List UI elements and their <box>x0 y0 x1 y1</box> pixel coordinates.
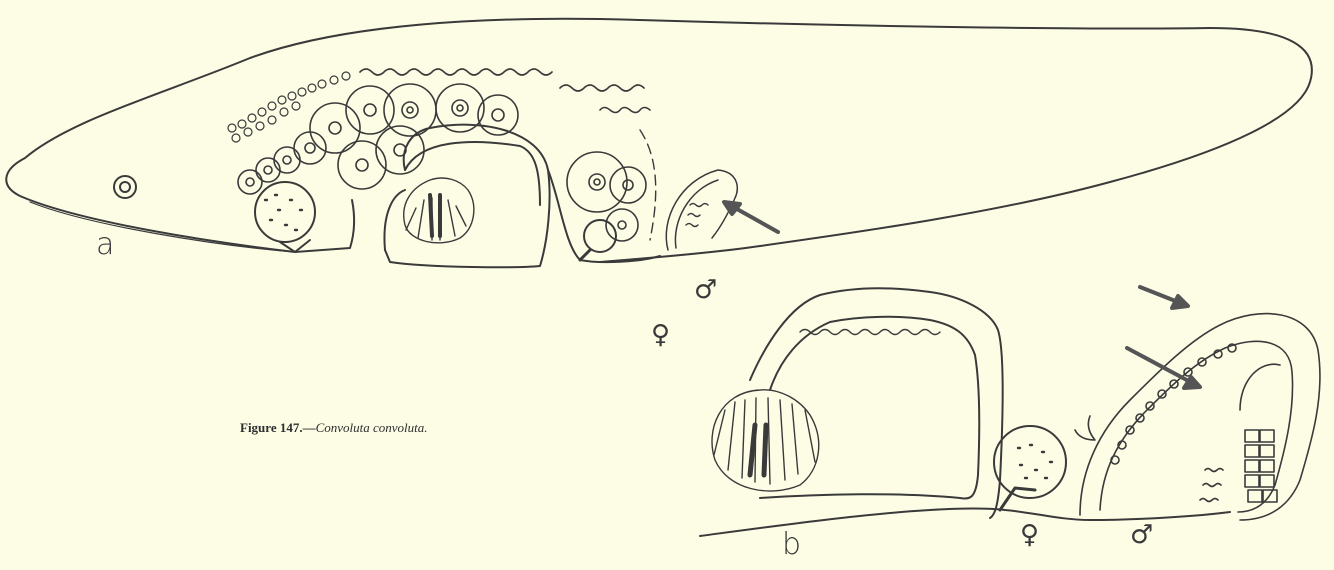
bursa-stipple-a <box>265 195 302 230</box>
panel-label-a: a <box>96 230 114 260</box>
bursa-loop-a3 <box>405 142 540 205</box>
female-symbol-a: ♀ <box>651 322 670 348</box>
female-symbol-b: ♀ <box>1020 522 1039 548</box>
panel-label-b: b <box>782 530 801 560</box>
sperm-trail-b <box>800 330 940 335</box>
arrow-a <box>724 202 778 232</box>
upper-arch-b <box>750 288 1003 518</box>
body-outline-a <box>6 19 1312 262</box>
follicles-a <box>228 72 350 142</box>
statocyst-a <box>114 176 136 198</box>
mouth-b <box>712 390 819 491</box>
mouth-a <box>404 178 474 243</box>
arrows-b <box>1127 287 1200 388</box>
bursa-loop-a <box>384 190 405 250</box>
caption-prefix: Figure 147. <box>240 420 303 435</box>
female-opening-b <box>994 426 1066 498</box>
statocyst-a-inner <box>120 182 130 192</box>
caption-dash: — <box>303 420 316 435</box>
female-stipple-b <box>1018 445 1052 478</box>
male-organ-b <box>1075 314 1320 520</box>
male-organ-a <box>666 170 737 250</box>
caption-species: Convoluta convoluta. <box>316 420 428 435</box>
figure-caption: Figure 147.—Convoluta convoluta. <box>240 420 428 436</box>
seminal-bursa-a <box>255 182 315 242</box>
panel-b-drawing <box>700 287 1320 536</box>
dorsal-dash-a <box>640 130 656 240</box>
panel-a-drawing <box>6 19 1312 267</box>
male-symbol-a: ♂ <box>694 277 717 303</box>
male-symbol-b: ♂ <box>1130 522 1153 548</box>
